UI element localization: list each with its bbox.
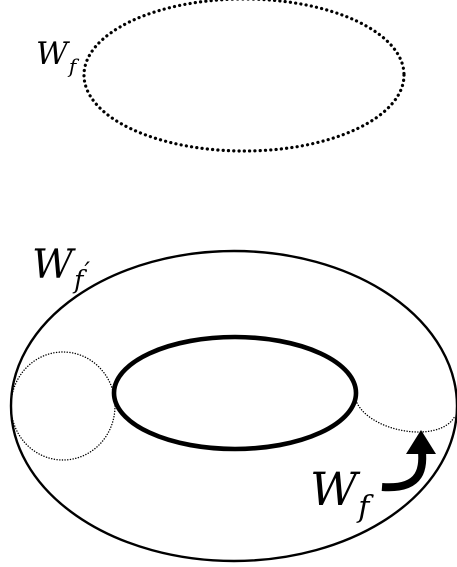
torus-label-main: W [32,242,76,288]
torus-label-sub: f [72,265,87,294]
curved-arrow-icon [381,430,436,492]
top-loop-label: Wf [36,36,80,78]
dotted-loop-group [82,0,406,153]
torus-label: Wf′ [32,242,90,294]
top-loop-label-sub: f [67,54,80,78]
torus-outer-boundary [9,249,457,563]
torus-hole [111,334,359,452]
torus-label-prime: ′ [84,257,90,286]
cycle-label-main: W [310,462,361,516]
dotted-loop [82,0,406,153]
top-loop-label-main: W [36,36,70,72]
torus-group [9,249,457,563]
cycle-label: Wf [310,462,374,525]
meridian-circle [10,351,116,461]
torus-cycle-arc [354,397,456,433]
arrow-head [406,430,436,454]
cycle-label-sub: f [356,490,374,525]
